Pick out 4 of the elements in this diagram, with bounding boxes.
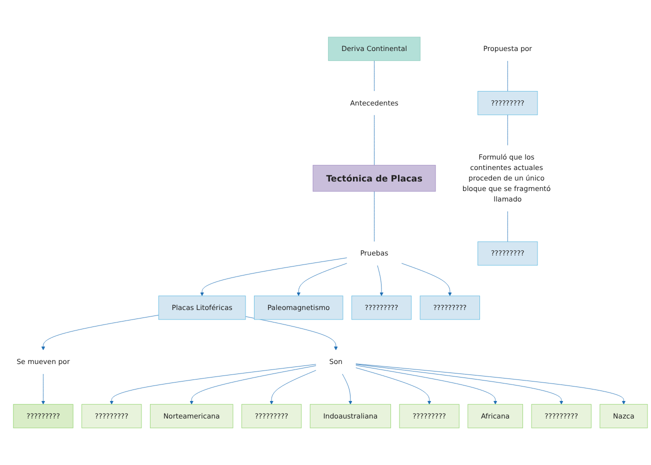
connector (507, 210, 508, 242)
connector (507, 114, 508, 146)
node-box: Tectónica de Placas (312, 164, 436, 192)
connector (507, 60, 508, 92)
